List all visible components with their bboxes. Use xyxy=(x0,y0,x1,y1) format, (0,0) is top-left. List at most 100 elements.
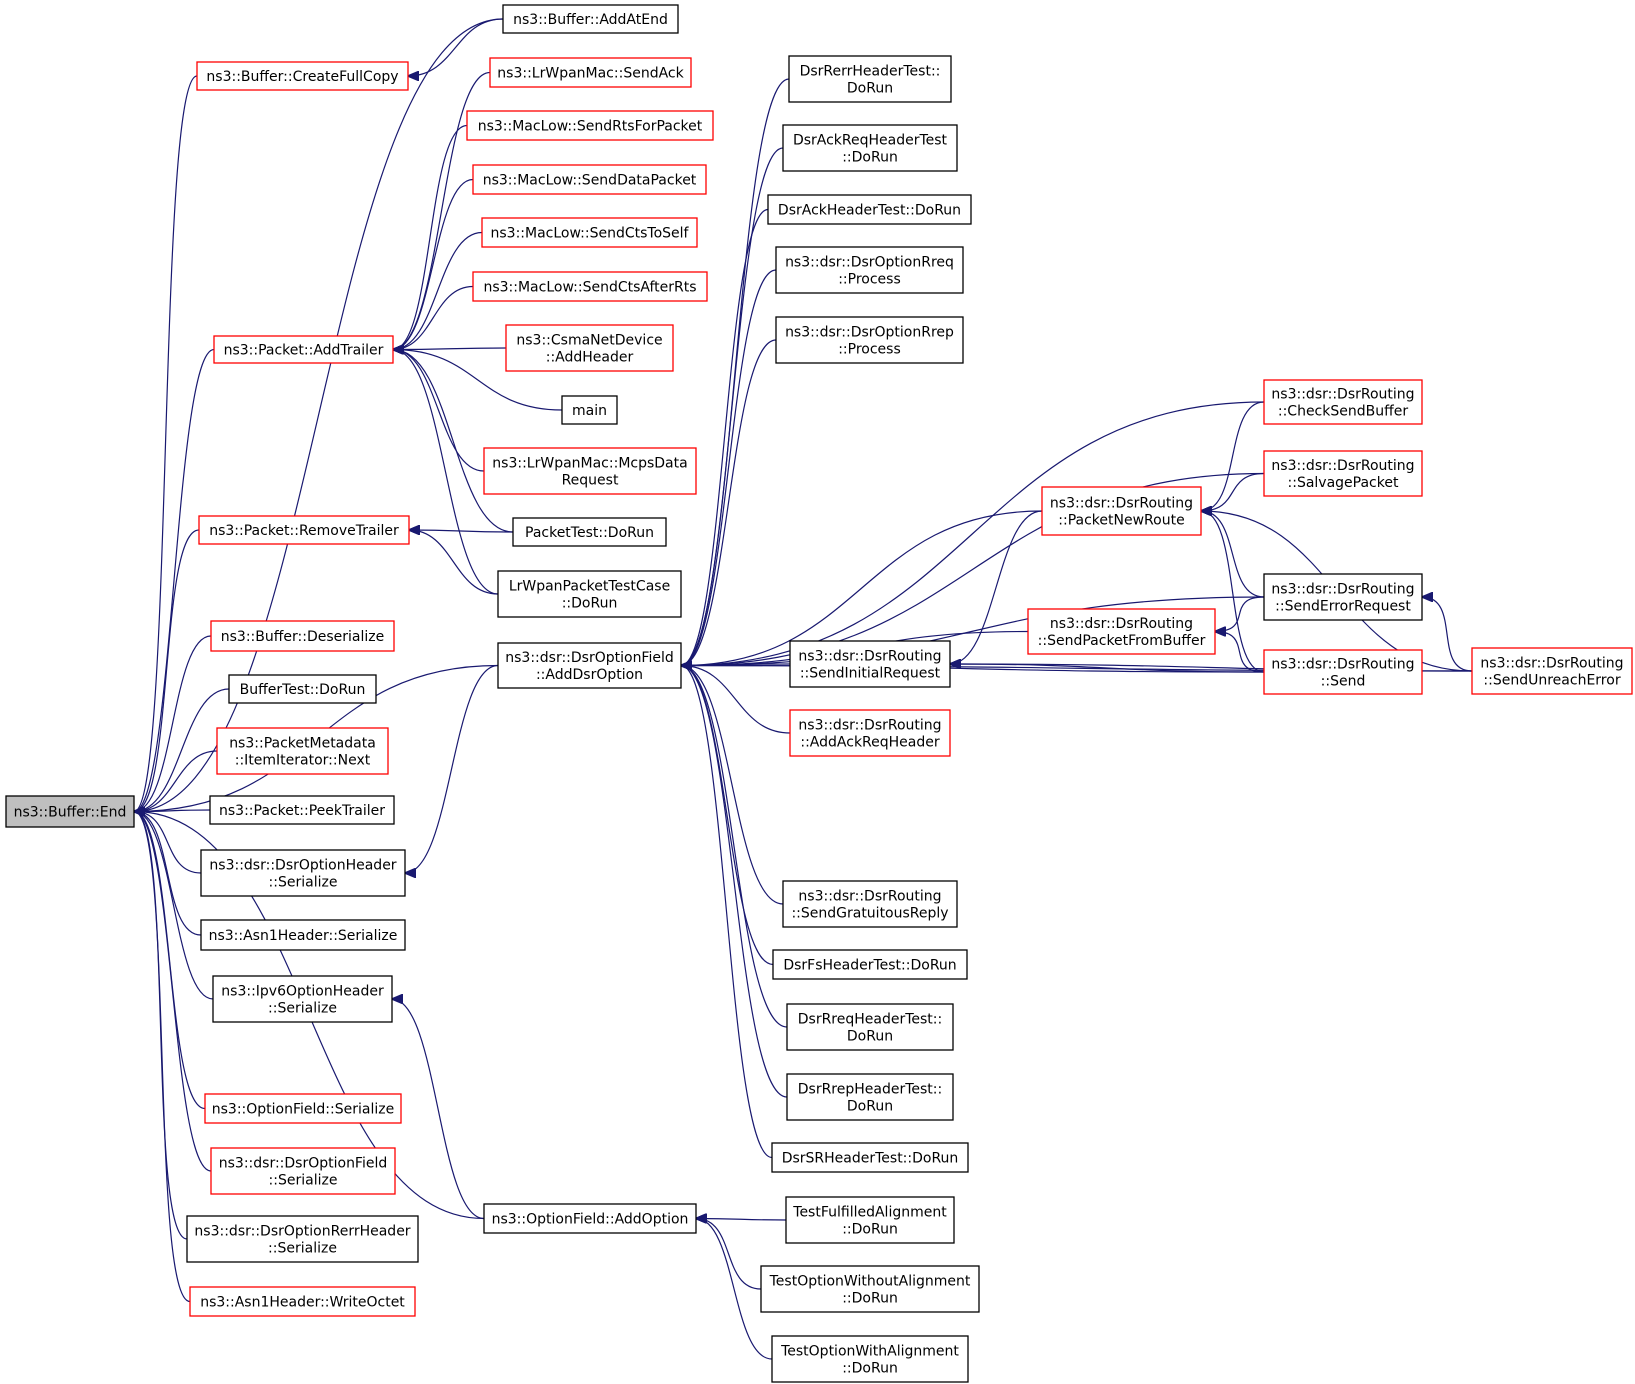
node-rreptest[interactable]: DsrRrepHeaderTest::DoRun xyxy=(786,1073,954,1121)
node-box xyxy=(561,395,618,425)
node-senderror[interactable]: ns3::dsr::DsrRouting::SendErrorRequest xyxy=(1263,573,1423,621)
node-fstest[interactable]: DsrFsHeaderTest::DoRun xyxy=(772,949,968,980)
node-label: ::SendGratuitousReply xyxy=(791,906,948,922)
node-label: ns3::dsr::DsrOptionHeader xyxy=(209,858,396,874)
node-salvage[interactable]: ns3::dsr::DsrRouting::SalvagePacket xyxy=(1263,450,1423,497)
node-label: LrWpanPacketTestCase xyxy=(509,579,670,595)
node-acktest[interactable]: DsrAckHeaderTest::DoRun xyxy=(767,194,972,225)
node-withalign[interactable]: TestOptionWithAlignment::DoRun xyxy=(771,1335,969,1383)
node-end[interactable]: ns3::Buffer::End xyxy=(5,795,135,828)
node-removetrailer[interactable]: ns3::Packet::RemoveTrailer xyxy=(198,515,410,545)
node-addtrailer[interactable]: ns3::Packet::AddTrailer xyxy=(213,335,394,364)
node-label: DsrFsHeaderTest::DoRun xyxy=(783,958,956,974)
node-srtest[interactable]: DsrSRHeaderTest::DoRun xyxy=(771,1142,969,1173)
node-box xyxy=(760,1265,980,1313)
node-dsroptheader[interactable]: ns3::dsr::DsrOptionHeader::Serialize xyxy=(200,849,406,897)
node-box xyxy=(782,124,958,172)
node-addoption[interactable]: ns3::OptionField::AddOption xyxy=(483,1203,697,1234)
node-addackreq[interactable]: ns3::dsr::DsrRouting::AddAckReqHeader xyxy=(789,709,951,757)
node-label: DsrSRHeaderTest::DoRun xyxy=(782,1151,959,1167)
node-checksend[interactable]: ns3::dsr::DsrRouting::CheckSendBuffer xyxy=(1263,379,1423,425)
node-box xyxy=(786,1073,954,1121)
edge-removetrailer-to-end xyxy=(134,529,200,812)
node-rreqproc[interactable]: ns3::dsr::DsrOptionRreq::Process xyxy=(775,246,964,294)
node-box xyxy=(5,795,135,828)
node-label: ns3::MacLow::SendCtsToSelf xyxy=(491,226,690,242)
node-packetnewroute[interactable]: ns3::dsr::DsrRouting::PacketNewRoute xyxy=(1041,486,1202,536)
edge-dsroptfieldser-to-end xyxy=(134,812,212,1172)
node-csmaaddheader[interactable]: ns3::CsmaNetDevice::AddHeader xyxy=(505,324,674,372)
node-sendack[interactable]: ns3::LrWpanMac::SendAck xyxy=(489,57,692,88)
edge-addatend-to-createfullcopy xyxy=(408,18,504,76)
node-buffertest[interactable]: BufferTest::DoRun xyxy=(228,674,377,704)
node-asn1ser[interactable]: ns3::Asn1Header::Serialize xyxy=(200,919,406,951)
node-writeoctet[interactable]: ns3::Asn1Header::WriteOctet xyxy=(189,1286,416,1317)
node-fulfilled[interactable]: TestFulfilledAlignment::DoRun xyxy=(785,1196,955,1244)
node-box xyxy=(512,517,667,547)
edge-packettest-to-removetrailer xyxy=(409,530,514,532)
edge-csmaaddheader-to-addtrailer xyxy=(393,348,507,350)
node-sendrts[interactable]: ns3::MacLow::SendRtsForPacket xyxy=(466,110,714,141)
node-box xyxy=(204,1093,402,1124)
node-label: TestFulfilledAlignment xyxy=(792,1205,947,1221)
node-gratuitous[interactable]: ns3::dsr::DsrRouting::SendGratuitousRepl… xyxy=(782,880,958,928)
node-label: ns3::PacketMetadata xyxy=(229,736,376,752)
node-sendctsself[interactable]: ns3::MacLow::SendCtsToSelf xyxy=(481,217,698,248)
node-itemnext[interactable]: ns3::PacketMetadata::ItemIterator::Next xyxy=(216,727,389,775)
node-rrepproc[interactable]: ns3::dsr::DsrOptionRrep::Process xyxy=(775,316,964,364)
node-label: ns3::dsr::DsrRouting xyxy=(1271,657,1414,673)
node-label: DsrRrepHeaderTest:: xyxy=(798,1082,942,1098)
node-main[interactable]: main xyxy=(561,395,618,425)
node-ipv6opt[interactable]: ns3::Ipv6OptionHeader::Serialize xyxy=(212,975,393,1023)
node-peektrailer[interactable]: ns3::Packet::PeekTrailer xyxy=(209,795,395,825)
node-createfullcopy[interactable]: ns3::Buffer::CreateFullCopy xyxy=(196,61,409,91)
node-sendfrombuffer[interactable]: ns3::dsr::DsrRouting::SendPacketFromBuff… xyxy=(1027,608,1216,655)
node-label: DsrAckHeaderTest::DoRun xyxy=(778,203,961,219)
node-dsroptfieldser[interactable]: ns3::dsr::DsrOptionField::Serialize xyxy=(210,1147,396,1195)
node-box xyxy=(481,217,698,248)
edge-addoption-to-ipv6opt xyxy=(392,999,485,1220)
edge-addackreq-to-adddsroption xyxy=(681,666,791,734)
node-box xyxy=(483,1203,697,1234)
node-box xyxy=(216,727,389,775)
node-dsrrerrser[interactable]: ns3::dsr::DsrOptionRerrHeader::Serialize xyxy=(186,1215,419,1263)
node-label: ns3::MacLow::SendCtsAfterRts xyxy=(483,280,696,296)
node-label: ::Serialize xyxy=(268,1241,337,1257)
edge-send-to-sendfrombuffer xyxy=(1215,632,1265,673)
node-label: ns3::CsmaNetDevice xyxy=(516,333,662,349)
node-rreqtest[interactable]: DsrRreqHeaderTest::DoRun xyxy=(786,1003,954,1051)
node-box xyxy=(1471,647,1633,695)
node-label: ns3::Ipv6OptionHeader xyxy=(221,984,384,1000)
node-box xyxy=(210,620,395,652)
edge-senderror-to-adddsroption xyxy=(681,596,1265,666)
node-rerrtest[interactable]: DsrRerrHeaderTest::DoRun xyxy=(788,55,952,103)
edge-sendctsafter-to-addtrailer xyxy=(393,285,474,350)
node-packettest[interactable]: PacketTest::DoRun xyxy=(512,517,667,547)
node-ackreqtest[interactable]: DsrAckReqHeaderTest::DoRun xyxy=(782,124,958,172)
node-sendinitial[interactable]: ns3::dsr::DsrRouting::SendInitialRequest xyxy=(789,640,951,688)
edge-lrwpantest-to-removetrailer xyxy=(409,530,499,595)
node-label: DsrAckReqHeaderTest xyxy=(793,133,948,149)
node-optfieldser[interactable]: ns3::OptionField::Serialize xyxy=(204,1093,402,1124)
node-deserialize[interactable]: ns3::Buffer::Deserialize xyxy=(210,620,395,652)
edge-itemnext-to-end xyxy=(134,750,218,812)
edge-sendunreach-to-senderror xyxy=(1422,597,1473,672)
node-box xyxy=(1263,379,1423,425)
node-box xyxy=(483,447,697,495)
node-send[interactable]: ns3::dsr::DsrRouting::Send xyxy=(1263,649,1423,695)
node-lrwpantest[interactable]: LrWpanPacketTestCase::DoRun xyxy=(497,570,682,618)
node-label: ::Send xyxy=(1321,674,1366,690)
node-sendunreach[interactable]: ns3::dsr::DsrRouting::SendUnreachError xyxy=(1471,647,1633,695)
edge-packetnewroute-to-adddsroption xyxy=(681,510,1043,666)
node-addatend[interactable]: ns3::Buffer::AddAtEnd xyxy=(502,4,679,34)
node-adddsroption[interactable]: ns3::dsr::DsrOptionField::AddDsrOption xyxy=(497,642,682,689)
node-label: ns3::Asn1Header::Serialize xyxy=(209,928,398,944)
edge-senderror-to-packetnewroute xyxy=(1201,511,1265,598)
node-senddata[interactable]: ns3::MacLow::SendDataPacket xyxy=(472,164,707,195)
node-label: DsrRerrHeaderTest:: xyxy=(800,64,941,80)
node-sendctsafter[interactable]: ns3::MacLow::SendCtsAfterRts xyxy=(472,271,708,302)
node-without[interactable]: TestOptionWithoutAlignment::DoRun xyxy=(760,1265,980,1313)
node-label: ns3::LrWpanMac::SendAck xyxy=(497,66,684,82)
